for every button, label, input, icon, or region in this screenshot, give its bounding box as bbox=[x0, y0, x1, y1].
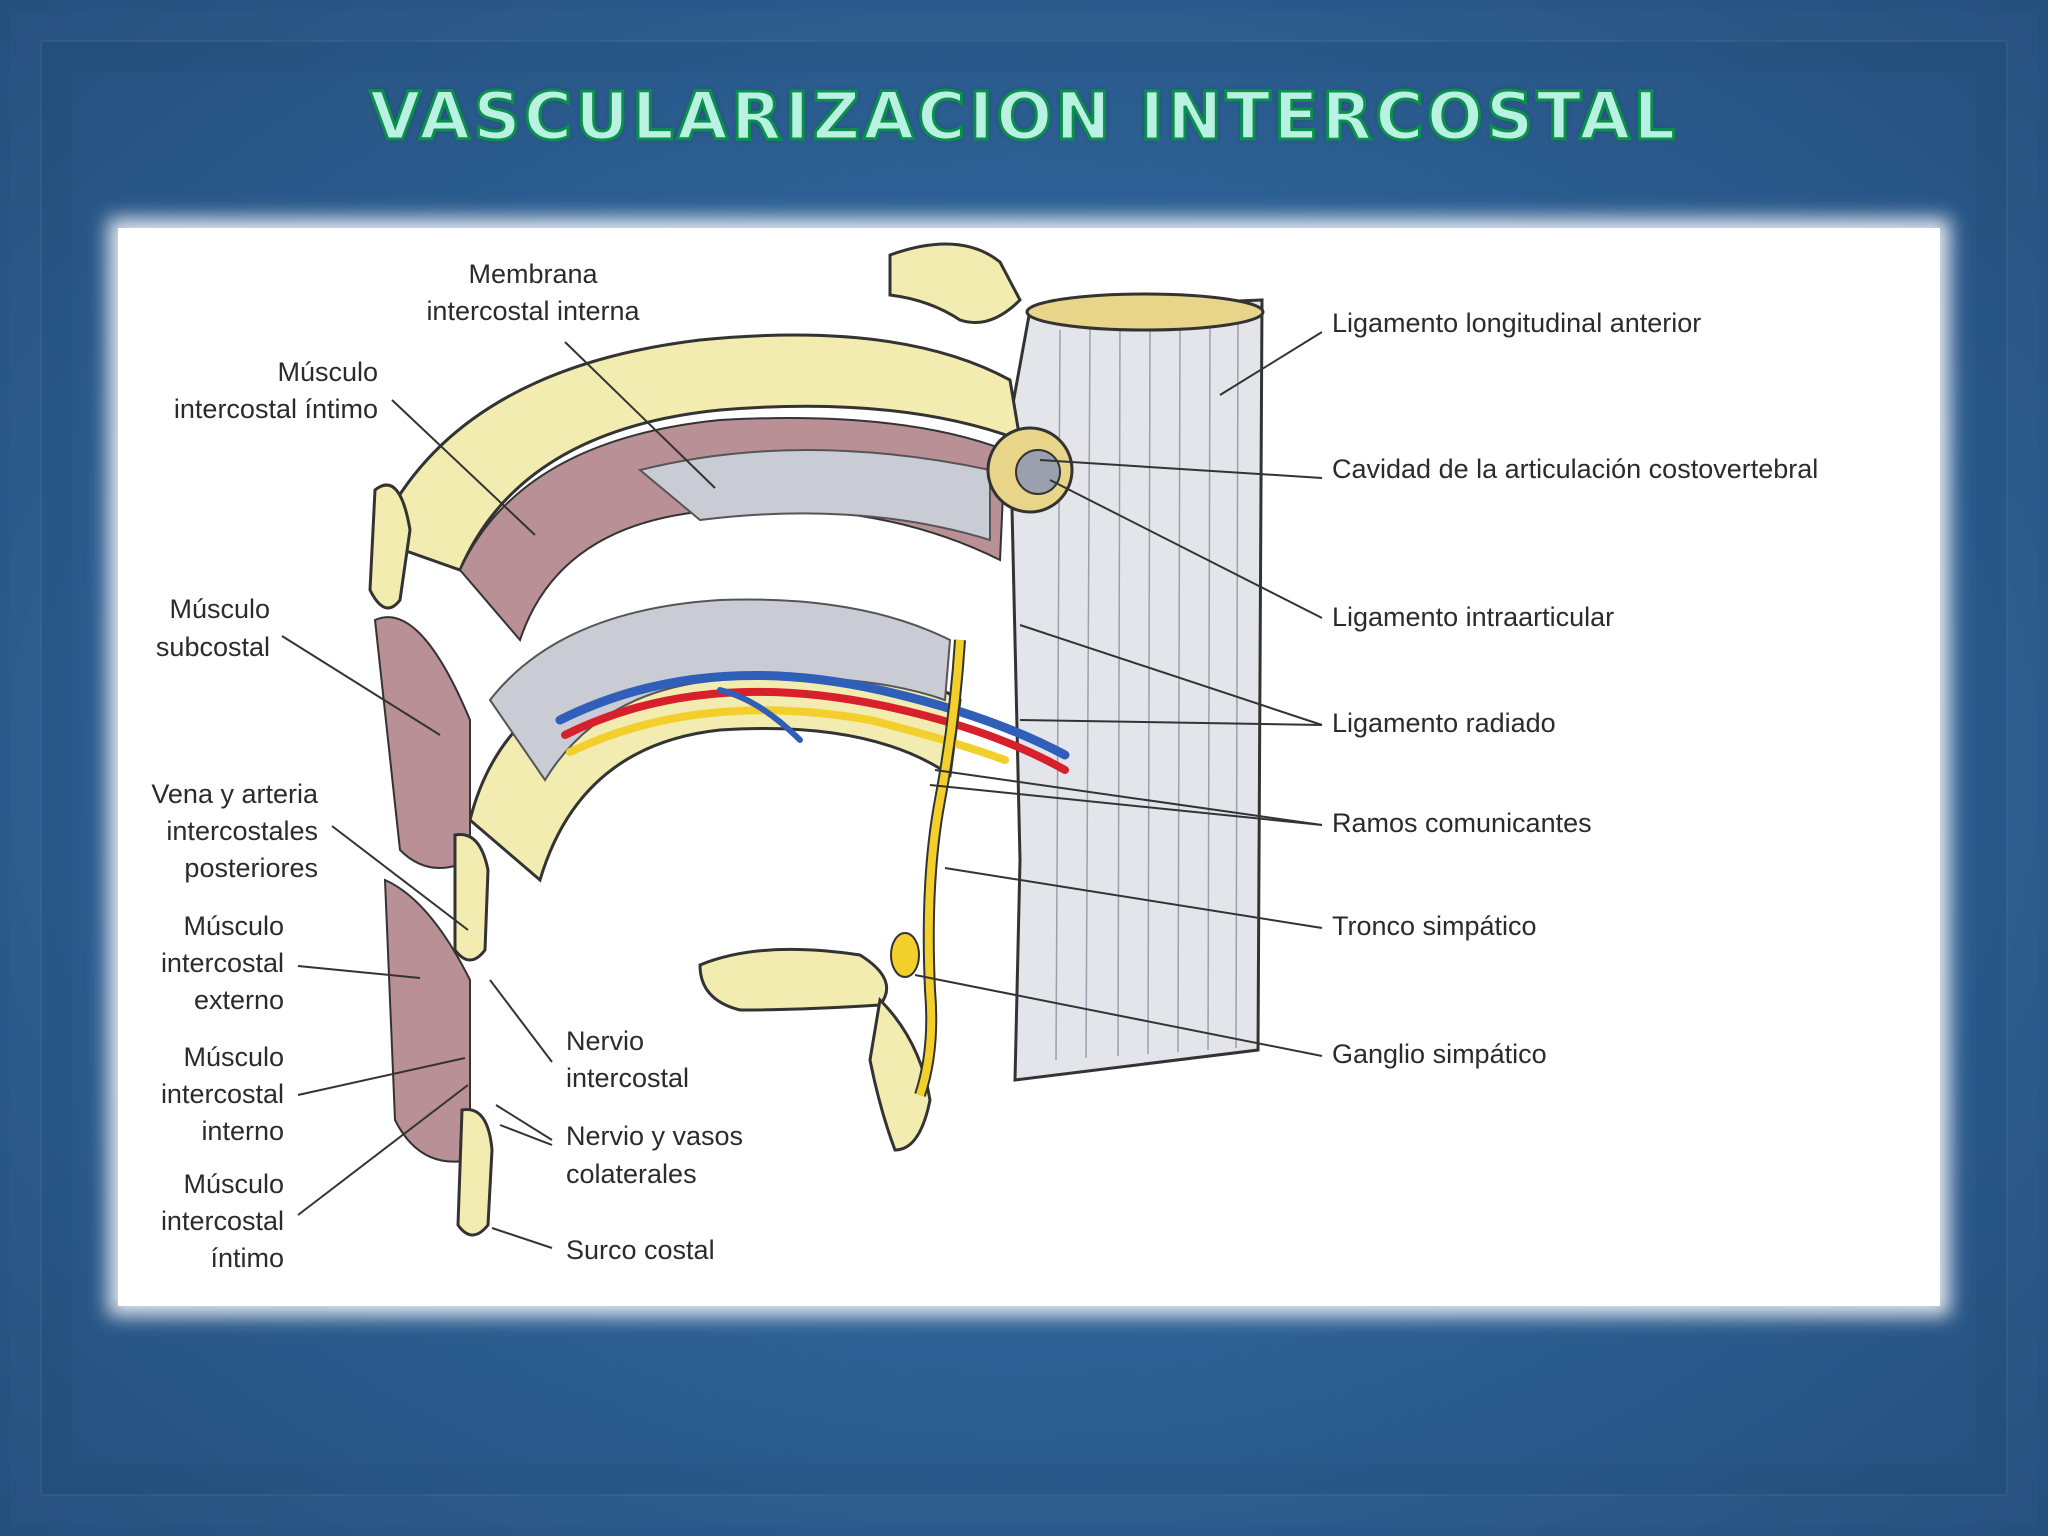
leader-lines bbox=[281, 331, 1323, 1249]
lower-rib bbox=[468, 598, 962, 883]
label-subcostal-1: Músculo bbox=[169, 594, 270, 624]
label-interno-3: interno bbox=[201, 1116, 284, 1146]
label-cavidad-articulacion: Cavidad de la articulación costovertebra… bbox=[1332, 454, 1818, 484]
label-intimo-top-1: Músculo bbox=[277, 357, 378, 387]
costovertebral-joint bbox=[986, 426, 1074, 514]
label-membrana-2: intercostal interna bbox=[426, 296, 640, 326]
label-interno-1: Músculo bbox=[183, 1042, 284, 1072]
label-surco-costal: Surco costal bbox=[566, 1235, 715, 1265]
label-ligamento-intraarticular: Ligamento intraarticular bbox=[1332, 602, 1614, 632]
label-externo-1: Músculo bbox=[183, 911, 284, 941]
upper-rib bbox=[372, 333, 1022, 642]
label-subcostal-2: subcostal bbox=[156, 632, 270, 662]
label-nervio-vasos-1: Nervio y vasos bbox=[566, 1121, 743, 1151]
label-intimo-top-2: intercostal íntimo bbox=[174, 394, 378, 424]
slide-title: VASCULARIZACION INTERCOSTAL bbox=[368, 77, 1679, 157]
label-nervio-vasos-2: colaterales bbox=[566, 1159, 697, 1189]
sympathetic-ganglion bbox=[890, 932, 920, 978]
label-externo-3: externo bbox=[194, 985, 284, 1015]
label-vena-1: Vena y arteria bbox=[151, 779, 319, 809]
label-ganglio-simpatico: Ganglio simpático bbox=[1332, 1039, 1547, 1069]
label-ramos-comunicantes: Ramos comunicantes bbox=[1332, 808, 1592, 838]
label-intimo-bot-3: íntimo bbox=[210, 1243, 284, 1273]
label-intimo-bot-2: intercostal bbox=[161, 1206, 284, 1236]
neurovascular-bundle bbox=[555, 670, 1070, 774]
label-intimo-bot-1: Músculo bbox=[183, 1169, 284, 1199]
label-interno-2: intercostal bbox=[161, 1079, 284, 1109]
sympathetic-trunk bbox=[890, 639, 966, 1097]
vertebral-body bbox=[1008, 292, 1265, 1082]
label-vena-3: posteriores bbox=[184, 853, 318, 883]
label-ligamento-radiado: Ligamento radiado bbox=[1332, 708, 1556, 738]
rib-cross-sections bbox=[368, 483, 494, 1237]
transverse-process bbox=[698, 242, 1022, 1152]
label-membrana-1: Membrana bbox=[468, 259, 598, 289]
label-ligamento-longitudinal: Ligamento longitudinal anterior bbox=[1332, 308, 1701, 338]
frame-border bbox=[40, 40, 2008, 1496]
label-tronco-simpatico: Tronco simpático bbox=[1332, 911, 1537, 941]
label-externo-2: intercostal bbox=[161, 948, 284, 978]
label-nervio-intercostal-1: Nervio bbox=[566, 1026, 644, 1056]
label-vena-2: intercostales bbox=[166, 816, 318, 846]
label-nervio-intercostal-2: intercostal bbox=[566, 1063, 689, 1093]
